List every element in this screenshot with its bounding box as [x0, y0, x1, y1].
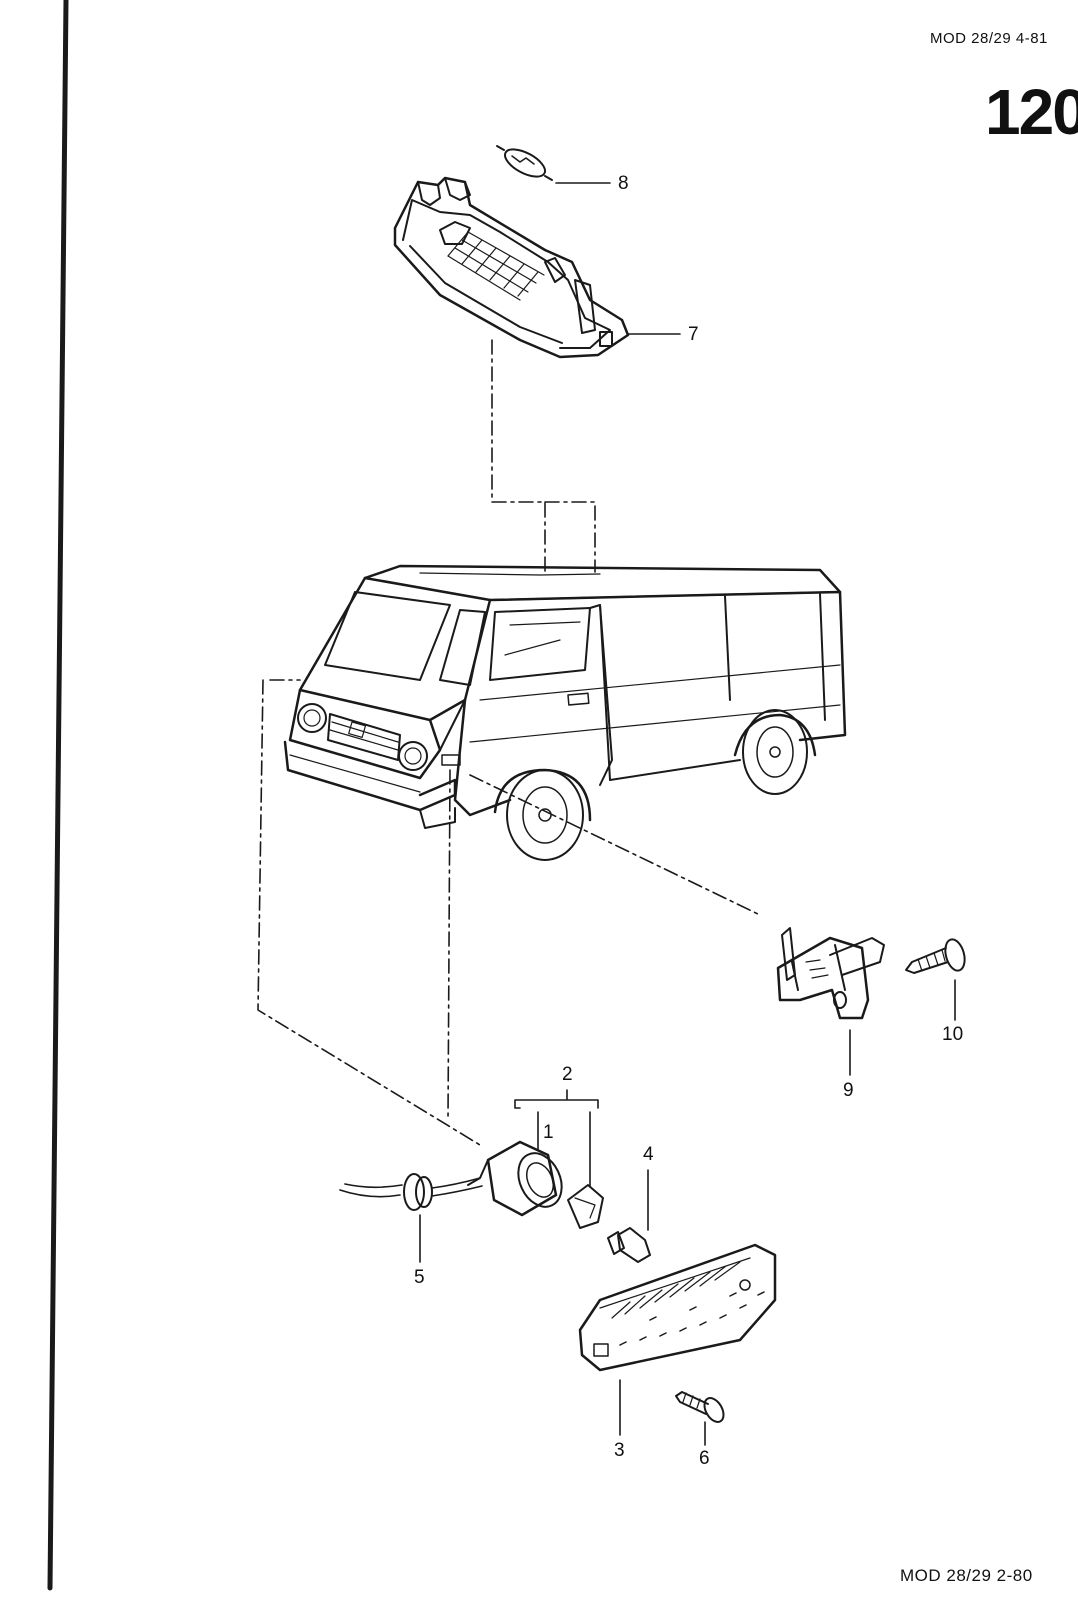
- callout-10: 10: [942, 1024, 964, 1045]
- model-code-bottom: MOD 28/29 2-80: [900, 1566, 1033, 1585]
- part-3-side-marker-lens: [578, 1243, 777, 1372]
- callout-4: 4: [643, 1144, 654, 1165]
- callout-3: 3: [614, 1440, 625, 1461]
- part-1-bulb-socket: [468, 1140, 563, 1217]
- assembly-leader-lines: [257, 339, 761, 1146]
- callout-1: 1: [543, 1122, 554, 1143]
- part-5-grommet-and-wire: [339, 1173, 483, 1211]
- callout-7: 7: [688, 324, 699, 345]
- part-7-interior-lamp-housing: [393, 176, 630, 359]
- callout-6: 6: [699, 1448, 710, 1469]
- callout-2: 2: [562, 1064, 573, 1085]
- part-2-socket-seal: [567, 1184, 604, 1229]
- part-8-festoon-bulb: [496, 145, 553, 181]
- part-6-screw: [675, 1391, 725, 1423]
- callout-5: 5: [414, 1267, 425, 1288]
- callout-9: 9: [843, 1080, 854, 1101]
- van-illustration: [283, 564, 847, 861]
- model-code-top: MOD 28/29 4-81: [930, 30, 1048, 47]
- part-10-screw: [905, 938, 966, 974]
- callout-8: 8: [618, 173, 629, 194]
- page-number: 120: [985, 76, 1078, 148]
- callout-leaders: [419, 182, 956, 1446]
- part-4-wedge-bulb: [607, 1227, 651, 1263]
- page-margin-line: [47, 0, 69, 1591]
- part-9-door-contact-switch: [776, 927, 885, 1020]
